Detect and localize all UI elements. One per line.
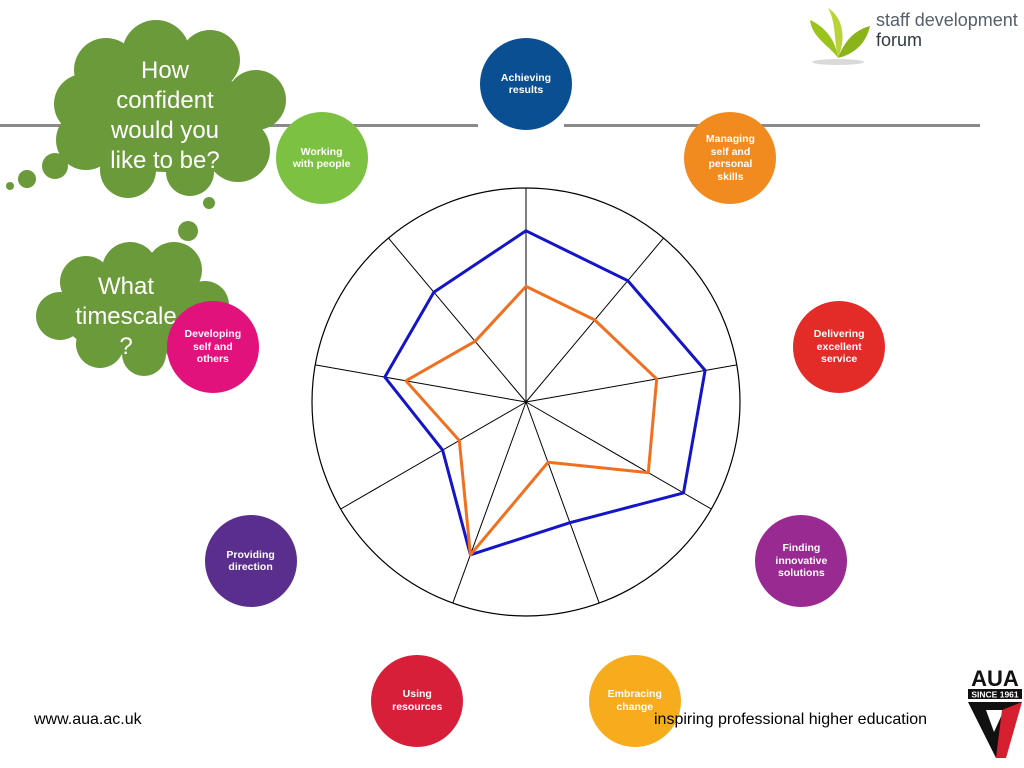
radar-spoke <box>525 364 737 403</box>
radar-spoke <box>525 401 712 510</box>
footer-url[interactable]: www.aua.ac.uk <box>34 711 142 728</box>
category-label: Finding innovative solutions <box>775 542 828 580</box>
category-achieving-results: Achieving results <box>480 38 572 130</box>
category-label: Delivering excellent service <box>813 328 865 366</box>
category-label: Using resources <box>392 688 443 713</box>
current-confidence-line <box>404 284 659 557</box>
category-label: Providing direction <box>226 548 275 574</box>
category-embracing-change: Embracing change <box>588 654 681 747</box>
category-developing-self-and-others: Developing self and others <box>166 300 259 393</box>
category-managing-self-and-personal-skills: Managing self and personal skills <box>684 112 777 205</box>
confidence-question: How confident would you like to be? <box>110 57 220 174</box>
logo-line-1: staff development <box>876 10 1018 30</box>
category-working-with-people: Working with people <box>275 112 368 205</box>
logo-line-2: forum <box>876 30 923 50</box>
aua-logo-since: SINCE 1961 <box>971 690 1019 700</box>
category-label: Achieving results <box>500 71 552 97</box>
radar-spoke <box>452 401 527 604</box>
category-finding-innovative-solutions: Finding innovative solutions <box>755 515 848 607</box>
leaf-icon <box>810 8 870 65</box>
category-label: Working with people <box>292 145 351 171</box>
category-label: Developing self and others <box>184 328 242 366</box>
radar-spoke <box>525 401 600 604</box>
radar-spoke <box>340 401 527 510</box>
category-label: Embracing change <box>607 688 662 713</box>
target-confidence-line <box>383 229 707 557</box>
category-delivering-excellent-service: Delivering excellent service <box>793 300 886 393</box>
header-rule-right <box>564 124 980 127</box>
aua-logo-name: AUA <box>971 666 1019 691</box>
radar-spoke <box>315 364 527 403</box>
category-using-resources: Using resources <box>371 654 464 747</box>
aua-logo: AUA SINCE 1961 <box>966 666 1024 762</box>
category-providing-direction: Providing direction <box>204 515 297 607</box>
radar-spoke <box>388 237 527 403</box>
staff-development-forum-logo: staff development forum <box>808 6 1022 66</box>
category-label: Managing self and personal skills <box>705 133 755 183</box>
timescale-question: What timescale ? <box>75 273 177 360</box>
footer-tagline: inspiring professional higher education <box>654 711 928 728</box>
